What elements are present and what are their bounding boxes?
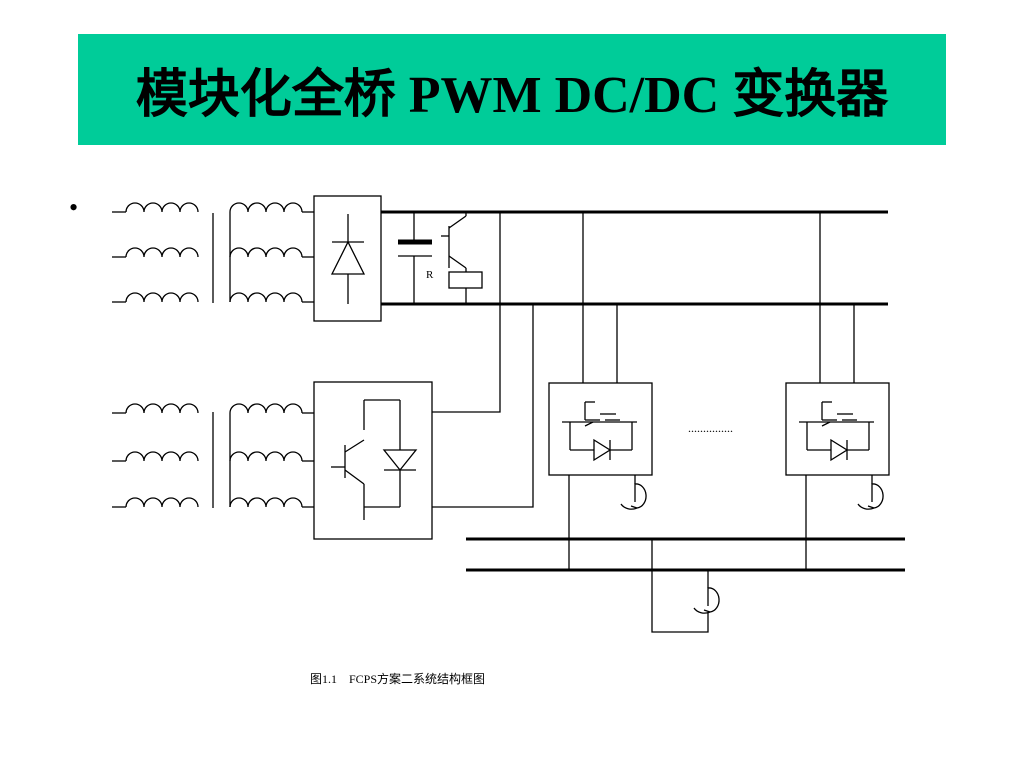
- figure-caption: 图1.1 FCPS方案二系统结构框图: [310, 672, 486, 686]
- upper-primary-coil-2: [112, 247, 199, 258]
- output-load: [651, 539, 720, 633]
- upper-transformer: [112, 202, 314, 303]
- rectifier-block: [313, 195, 382, 322]
- lower-transformer: [112, 403, 314, 508]
- resistor-label: R: [426, 269, 434, 281]
- title-bar: 模块化全桥 PWM DC/DC 变换器: [78, 34, 946, 145]
- bullet-marker: •: [69, 193, 79, 222]
- lower-primary-coil-2: [112, 451, 199, 462]
- slide-title: 模块化全桥 PWM DC/DC 变换器: [135, 67, 889, 124]
- lower-primary-coil-3: [112, 497, 199, 508]
- upper-primary-coil-1: [112, 202, 199, 213]
- brake-chopper: [398, 212, 501, 304]
- continuation-dots: ...............: [688, 421, 733, 435]
- resistor-r: [448, 271, 483, 289]
- inverter-module-2: [785, 212, 890, 570]
- upper-primary-coil-3: [112, 292, 199, 303]
- lower-converter-block: [313, 381, 433, 540]
- lower-primary-coil-1: [112, 403, 199, 414]
- inverter-module-1: [548, 212, 653, 570]
